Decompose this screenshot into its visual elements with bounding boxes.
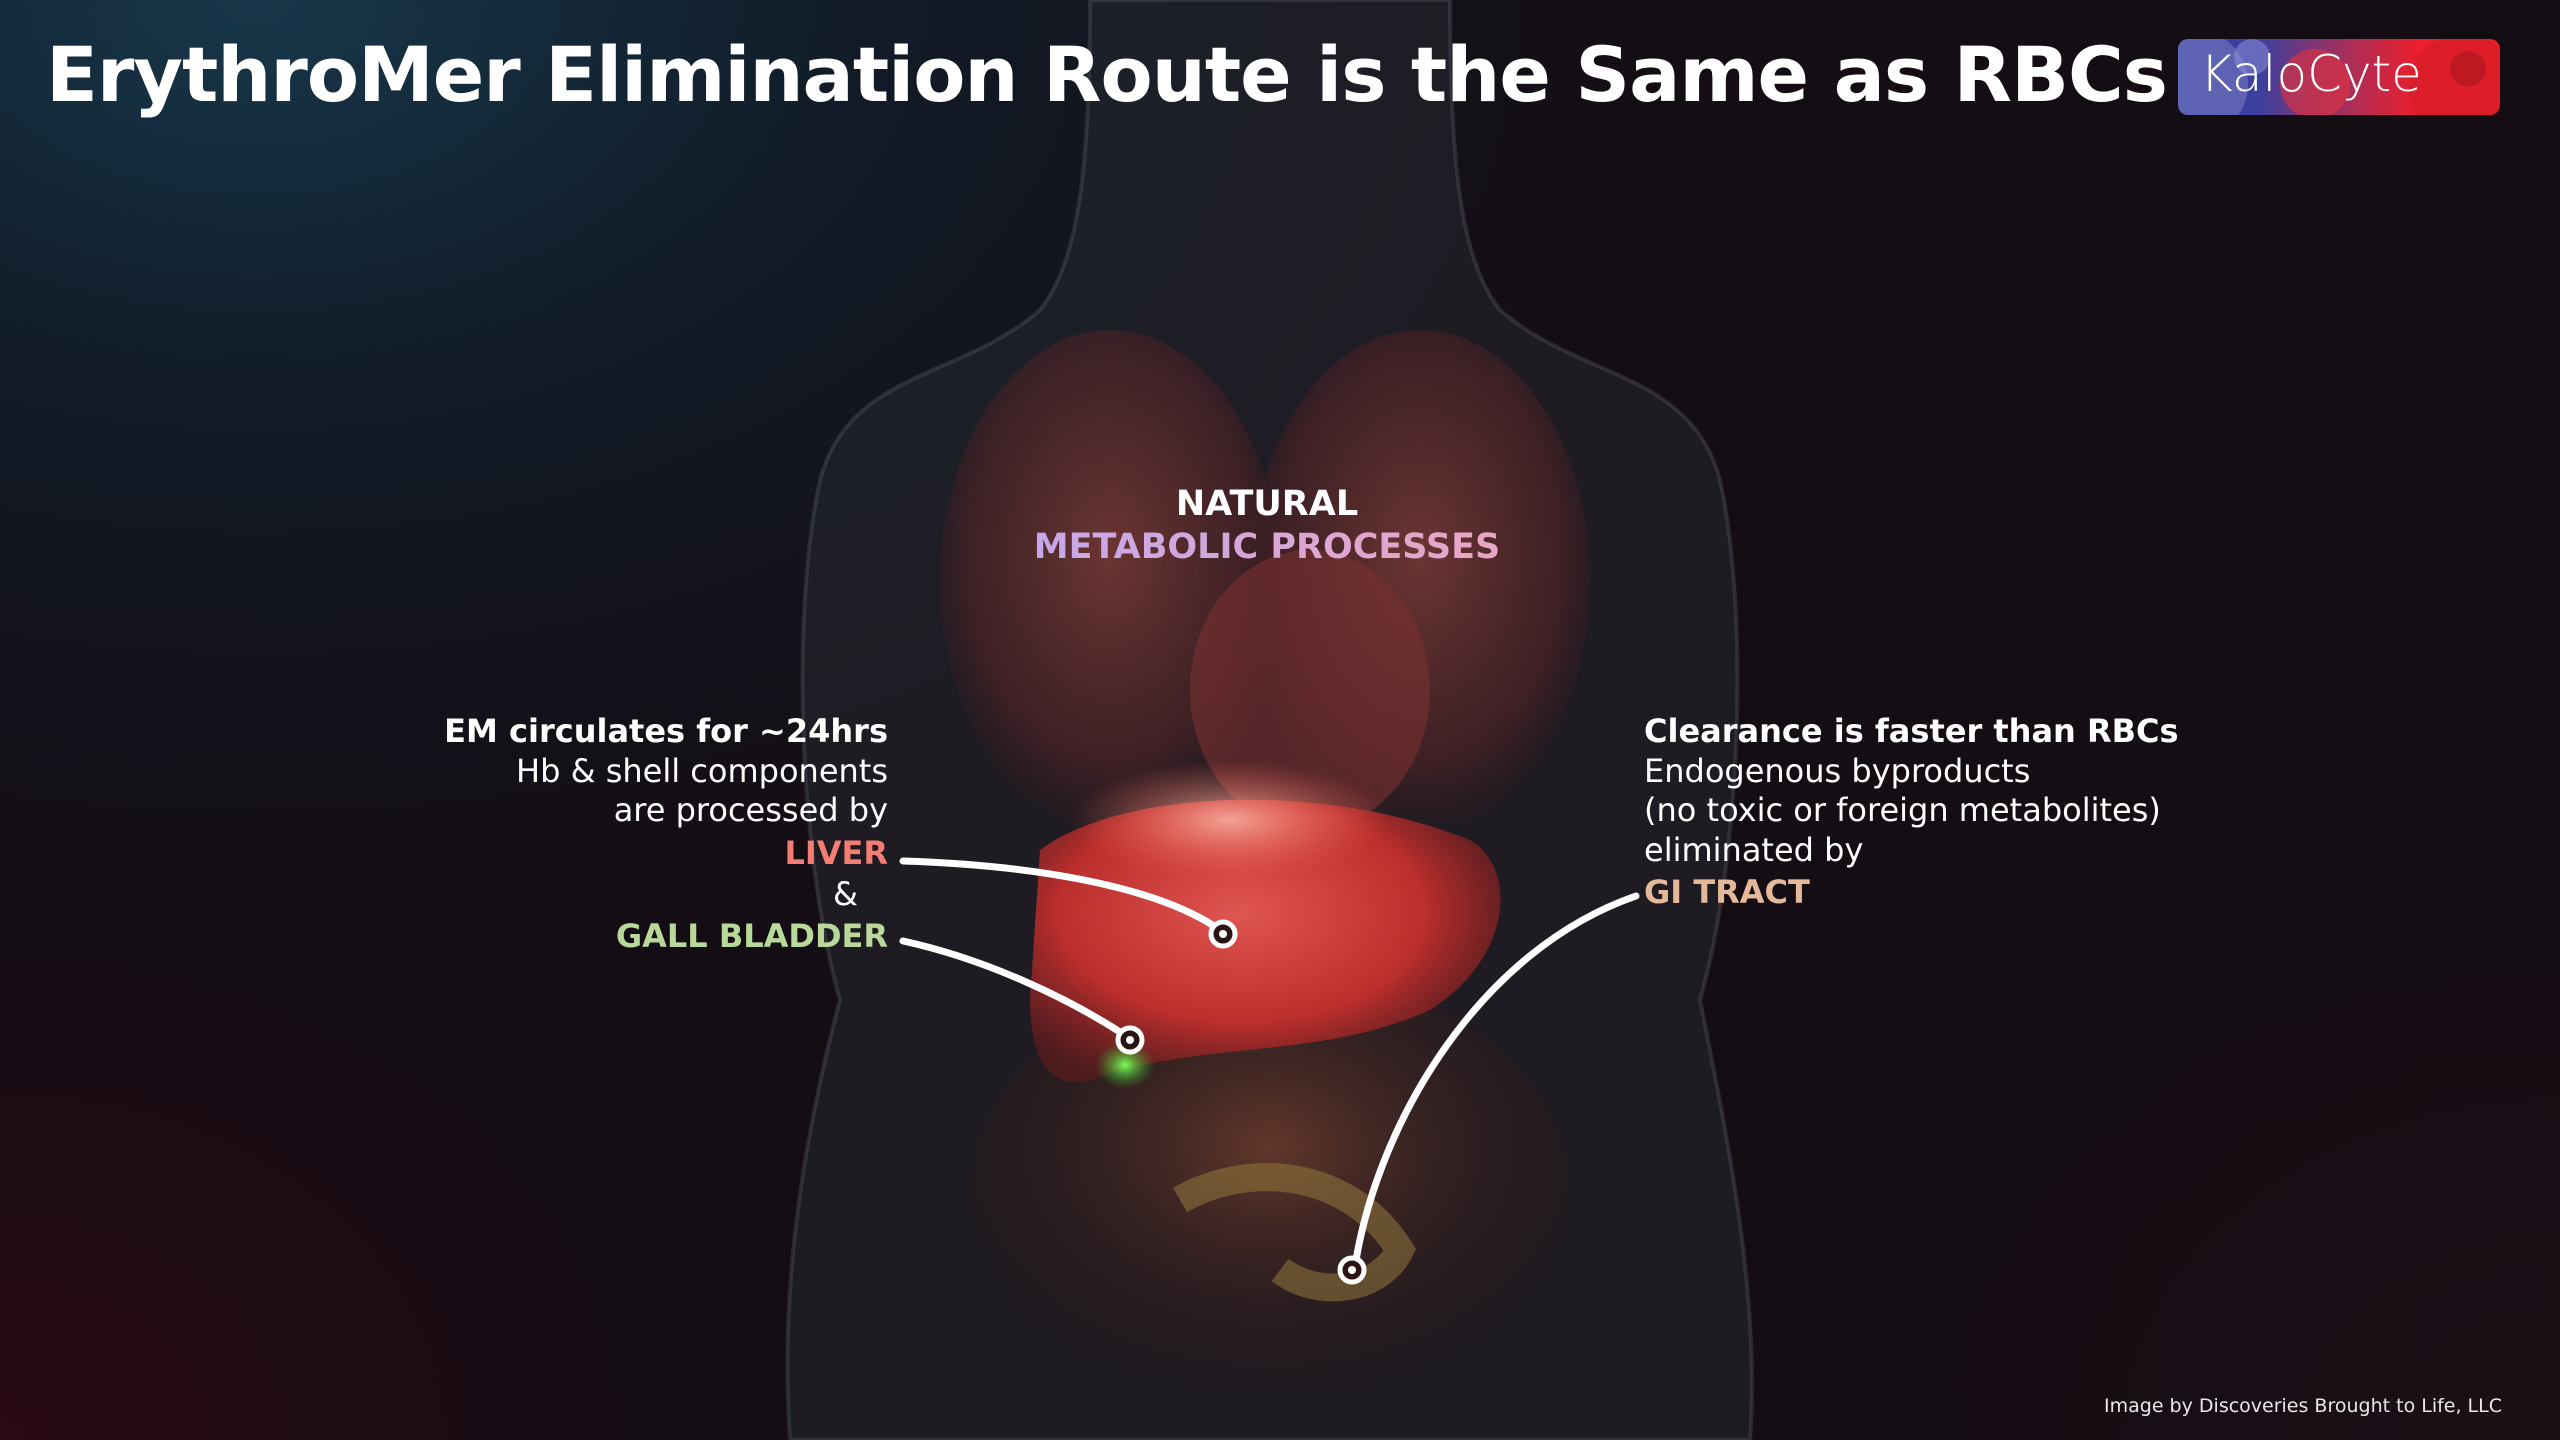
colon bbox=[1173, 1163, 1417, 1302]
circulation-heading: EM circulates for ~24hrs bbox=[444, 712, 888, 750]
heart bbox=[1190, 550, 1430, 830]
processed-line: are processed by bbox=[613, 791, 888, 829]
page-title: ErythroMer Elimination Route is the Same… bbox=[46, 30, 2168, 119]
liver-callout-text: EM circulates for ~24hrs Hb & shell comp… bbox=[444, 712, 888, 958]
liver-callout-line bbox=[899, 857, 1218, 930]
image-credit: Image by Discoveries Brought to Life, LL… bbox=[2104, 1395, 2502, 1417]
gall-bladder-callout-line bbox=[899, 937, 1124, 1036]
kalocyte-logo: KaloCyte bbox=[2178, 39, 2500, 115]
liver-label: LIVER bbox=[784, 833, 888, 872]
metabolic-processes-label: METABOLIC PROCESSES bbox=[1017, 527, 1517, 567]
callout-lines bbox=[899, 857, 1640, 1264]
metabolites-line: (no toxic or foreign metabolites) bbox=[1644, 791, 2161, 829]
byproducts-line: Endogenous byproducts bbox=[1644, 751, 2031, 790]
callout-markers bbox=[1115, 919, 1367, 1285]
components-line: Hb & shell components bbox=[516, 751, 888, 790]
natural-label: NATURAL bbox=[1175, 484, 1359, 524]
gall-bladder-label: GALL BLADDER bbox=[615, 917, 888, 955]
gi-tract-callout-line bbox=[1352, 892, 1640, 1264]
gi-tract-label: GI TRACT bbox=[1644, 873, 1810, 911]
gall-bladder-organ bbox=[1095, 1041, 1155, 1089]
eliminated-line: eliminated by bbox=[1644, 830, 1864, 869]
clearance-heading: Clearance is faster than RBCs bbox=[1644, 712, 2179, 750]
gi-callout-text: Clearance is faster than RBCs Endogenous… bbox=[1644, 712, 2179, 914]
logo-text: KaloCyte bbox=[2200, 45, 2422, 103]
liver-glow bbox=[1070, 760, 1390, 880]
ampersand-label: & bbox=[833, 874, 858, 913]
